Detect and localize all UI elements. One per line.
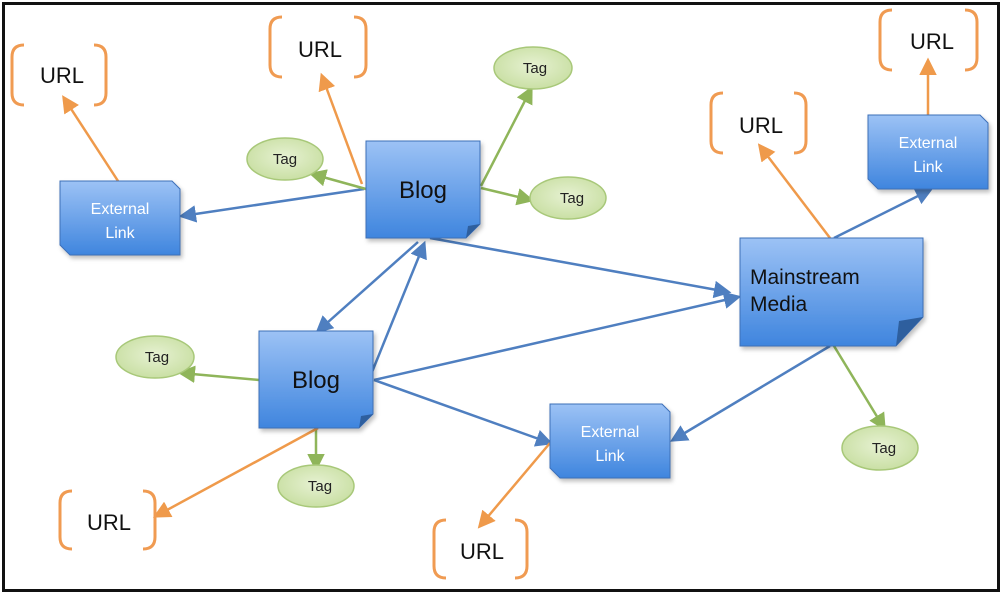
tag-label: Tag xyxy=(145,349,169,366)
url-label: URL xyxy=(910,29,954,54)
edge-blogtop-url xyxy=(318,72,364,185)
ext-right-line1: External xyxy=(899,135,958,152)
edge-blogbottom-to-extbottom xyxy=(373,378,554,447)
external-link-node-left xyxy=(59,180,181,256)
media-label-line1: Mainstream xyxy=(750,266,860,289)
tag-node: Tag xyxy=(529,176,607,220)
url-label: URL xyxy=(87,510,131,535)
edge-extbottom-url xyxy=(477,442,551,529)
tag-label: Tag xyxy=(308,478,332,495)
url-label: URL xyxy=(460,539,504,564)
green-edges xyxy=(177,85,886,472)
edge-blogbottom-tag-left xyxy=(177,365,260,383)
url-label: URL xyxy=(40,63,84,88)
edge-extleft-url xyxy=(62,95,120,182)
edge-blogtop-tag-right xyxy=(480,186,535,206)
url-node: URL xyxy=(10,43,108,107)
edge-blogbottom-to-media xyxy=(373,291,742,382)
url-node: URL xyxy=(432,518,529,580)
edge-media-url xyxy=(757,143,831,239)
edge-blogtop-to-blogbottom xyxy=(315,241,419,334)
url-node: URL xyxy=(709,91,808,155)
edge-media-to-extbottom xyxy=(669,344,831,442)
mainstream-media-node xyxy=(739,237,924,347)
tag-node: Tag xyxy=(493,46,573,90)
tag-node: Tag xyxy=(246,137,324,181)
edge-media-tag-down xyxy=(832,345,886,431)
url-node: URL xyxy=(878,8,979,72)
edge-blogtop-tag-upright xyxy=(479,85,533,187)
edge-blogtop-tag-left xyxy=(308,169,367,191)
ext-left-line2: Link xyxy=(105,225,135,242)
url-label: URL xyxy=(739,113,783,138)
edge-blogbottom-url xyxy=(152,426,319,518)
edge-media-to-extright xyxy=(833,188,934,240)
tag-node: Tag xyxy=(841,425,919,471)
orange-edges xyxy=(62,57,937,529)
media-label-line2: Media xyxy=(750,293,808,316)
blue-edges xyxy=(178,187,934,447)
tag-label: Tag xyxy=(560,190,584,207)
external-link-node-bottom xyxy=(549,403,671,479)
url-node: URL xyxy=(268,15,368,79)
url-label: URL xyxy=(298,37,342,62)
blog-node-bottom xyxy=(258,330,374,429)
edge-blogbottom-to-blogtop xyxy=(370,240,427,373)
tag-label: Tag xyxy=(273,151,297,168)
ext-bottom-line2: Link xyxy=(595,448,625,465)
tag-node: Tag xyxy=(277,464,355,508)
blog-top-label: Blog xyxy=(399,177,447,204)
ext-left-line1: External xyxy=(91,201,150,218)
blog-bottom-label: Blog xyxy=(292,367,340,394)
external-link-node-right xyxy=(867,114,989,190)
tag-node: Tag xyxy=(115,335,195,379)
url-node: URL xyxy=(58,489,157,551)
tag-label: Tag xyxy=(872,440,896,457)
ext-bottom-line1: External xyxy=(581,424,640,441)
ext-right-line2: Link xyxy=(913,159,943,176)
edge-blogtop-to-extleft xyxy=(178,187,365,223)
tag-label: Tag xyxy=(523,60,547,77)
edge-blogtop-to-media xyxy=(429,236,732,299)
blog-node-top xyxy=(365,140,481,239)
